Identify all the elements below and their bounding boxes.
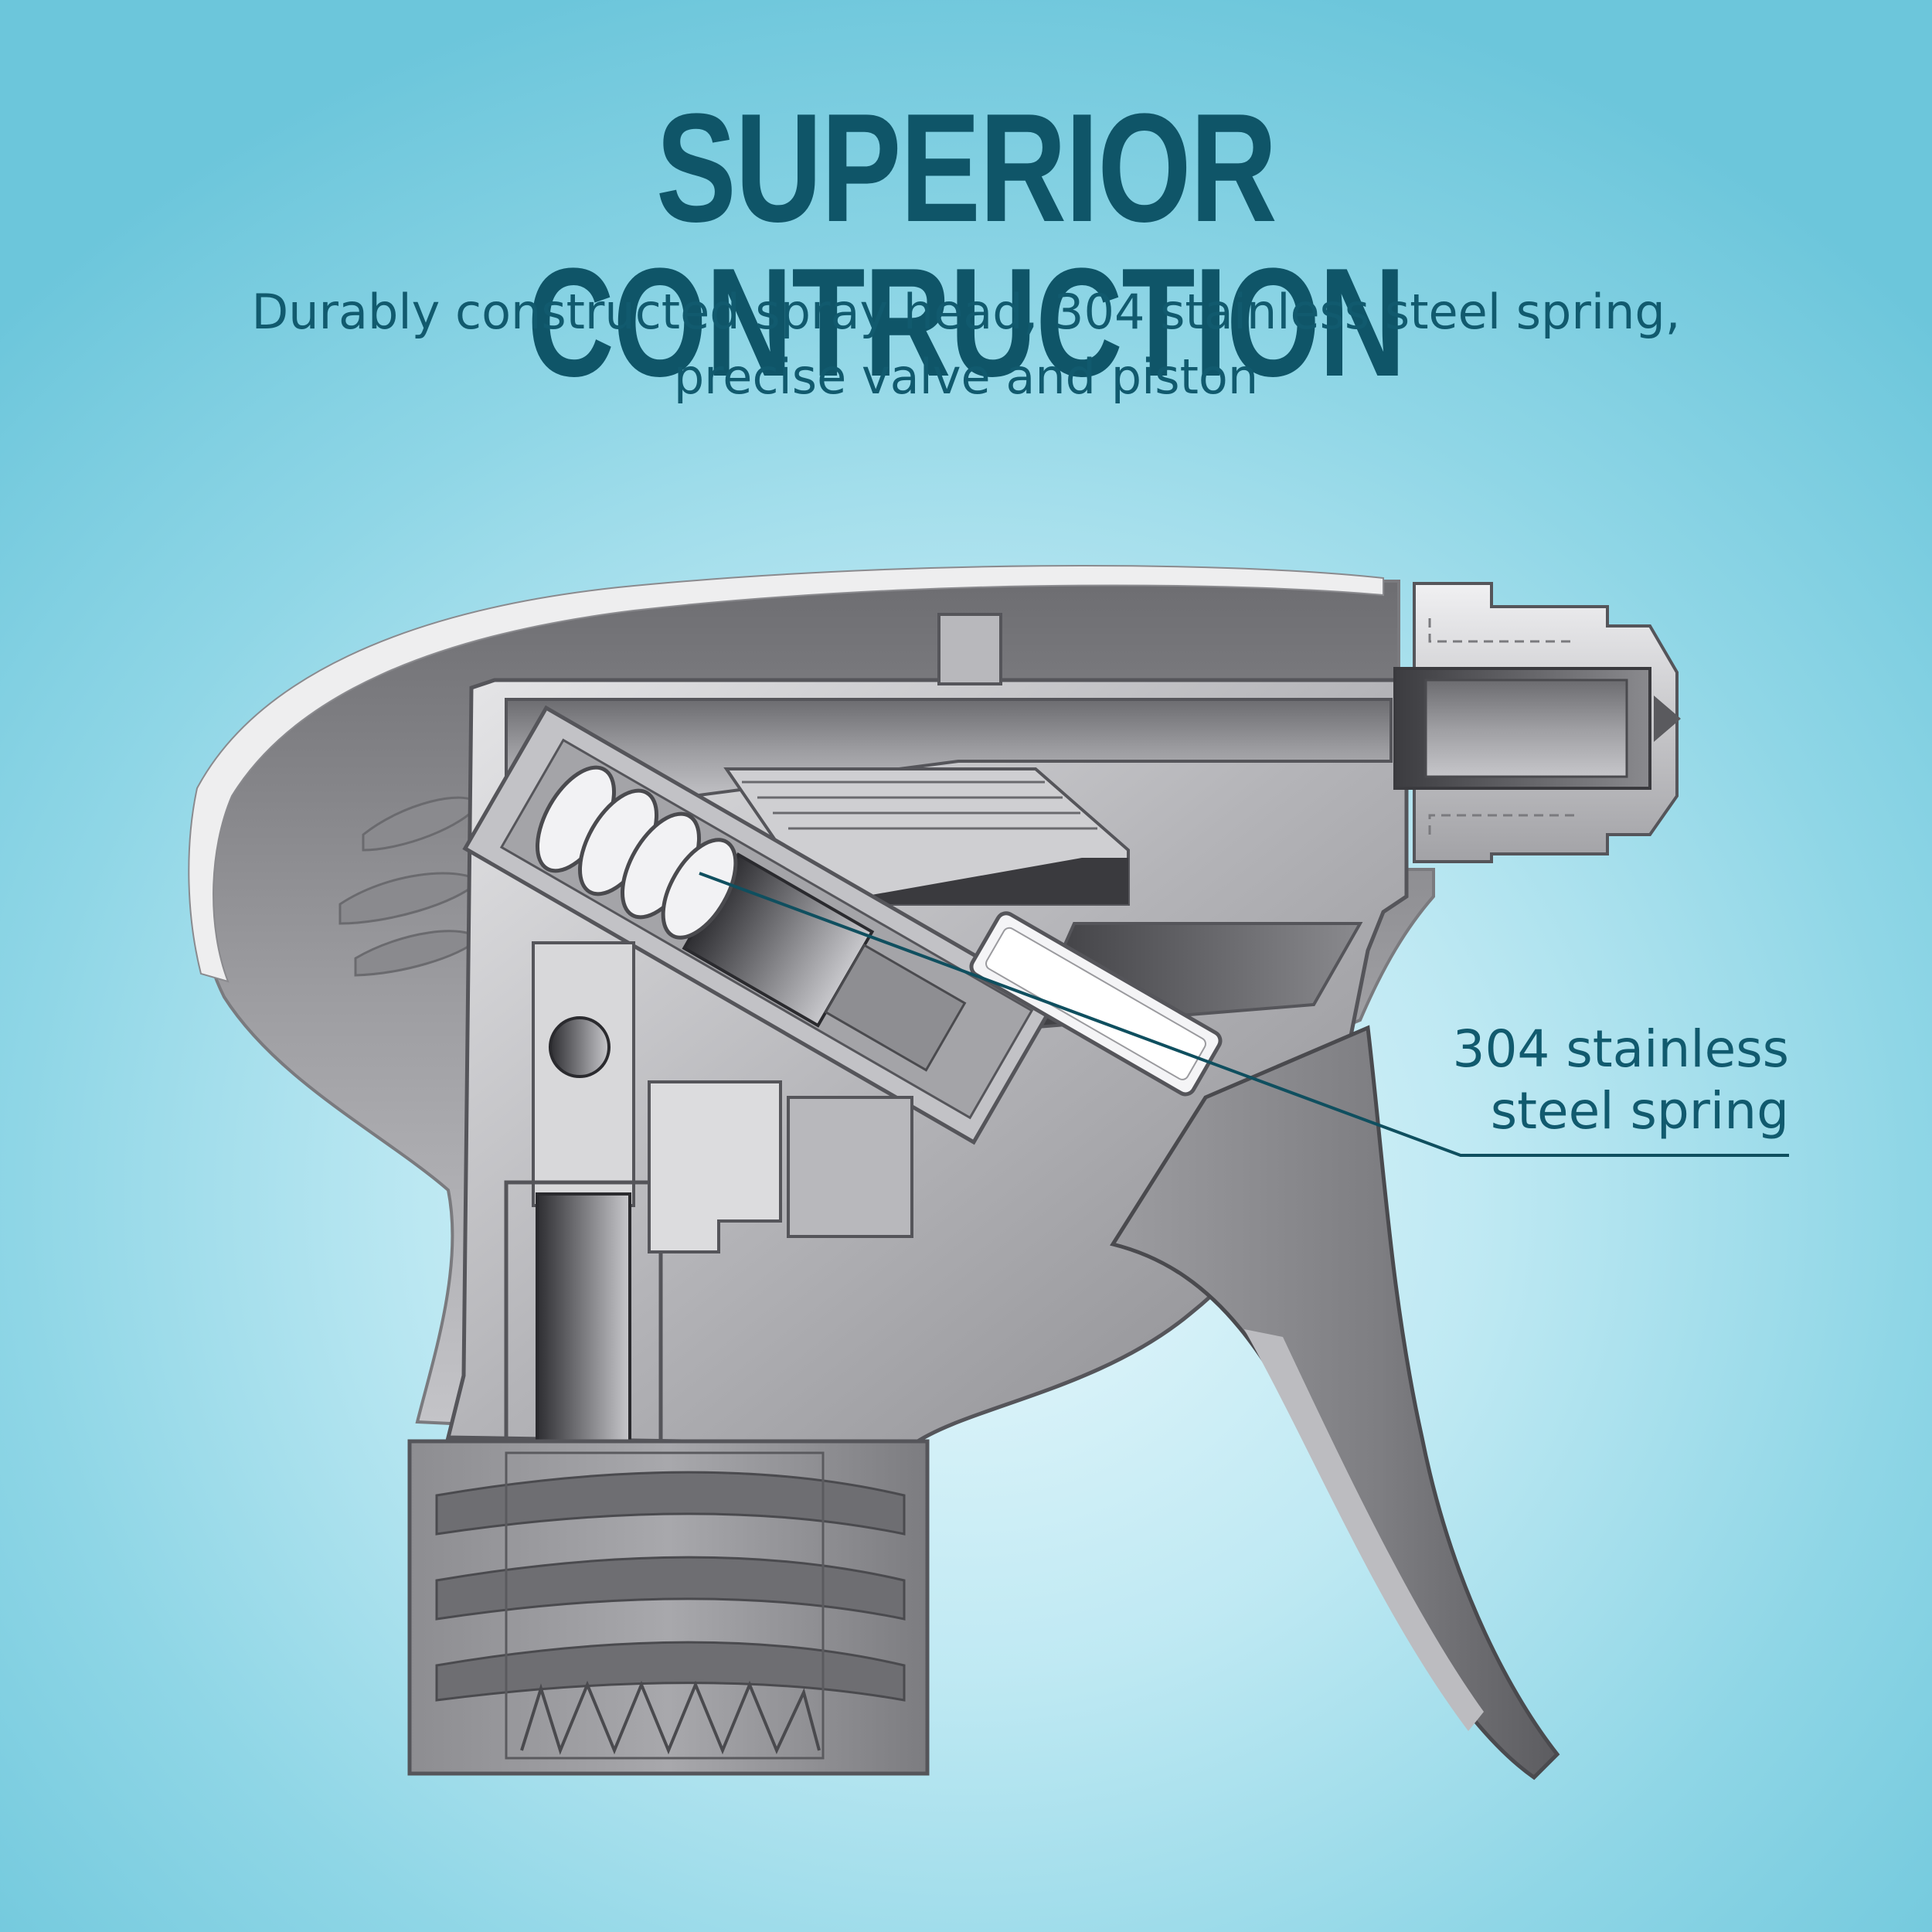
dip-tube-stem — [536, 1192, 631, 1443]
stainless-steel-spring — [535, 765, 738, 940]
nozzle-assembly — [1393, 582, 1681, 863]
trigger-edge-highlight — [1244, 1329, 1484, 1731]
subtitle-line-2: precise valve and piston — [673, 349, 1259, 405]
shroud-lip-highlight — [188, 565, 1384, 983]
subtitle: Durably constructed spray head, 304 stai… — [116, 280, 1816, 410]
inner-chamber-2 — [787, 1096, 913, 1238]
subtitle-line-1: Durably constructed spray head, 304 stai… — [251, 284, 1681, 340]
page-title: SUPERIOR CONTRUCTION — [527, 82, 1406, 409]
valve-ball — [549, 1016, 611, 1078]
callout-leader-line — [699, 872, 1789, 1157]
threaded-cap — [407, 1439, 930, 1776]
callout-line-2: steel spring — [1490, 1081, 1789, 1141]
callout-line-1: 304 stainless — [1452, 1019, 1789, 1079]
inner-chamber — [648, 1080, 782, 1253]
body-top-notch — [937, 613, 1002, 685]
spring-callout-label: 304 stainless steel spring — [1376, 1019, 1789, 1142]
